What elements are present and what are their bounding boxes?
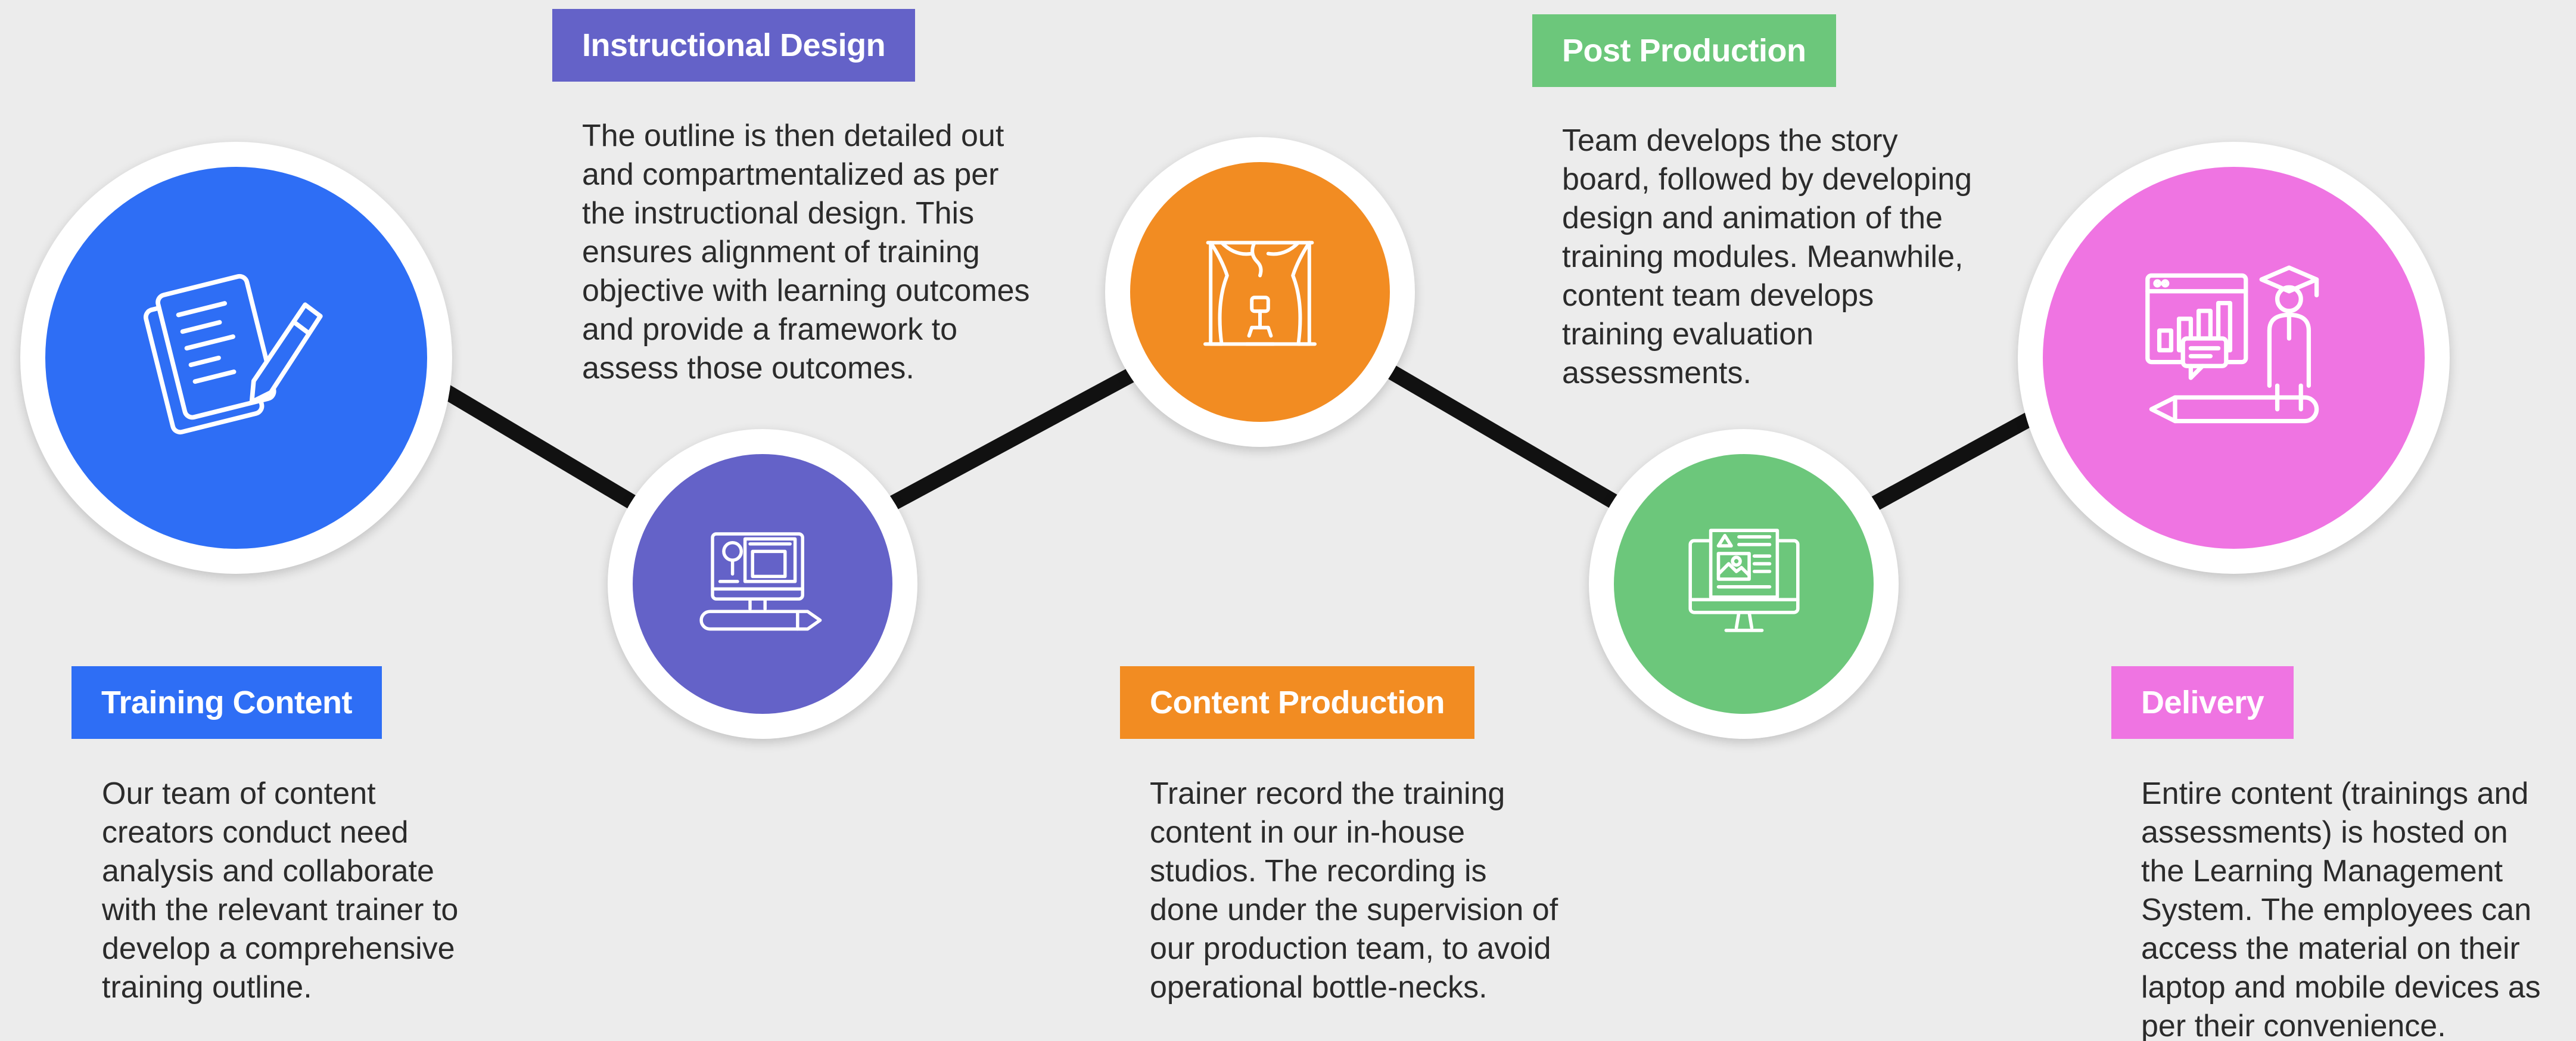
documents-pencil-icon (143, 274, 323, 434)
description-line: assessments) is hosted on (2141, 815, 2508, 850)
delivery-description: Entire content (trainings and assessment… (2141, 775, 2541, 1041)
description-line: training outline. (102, 970, 312, 1005)
instructional-design-title: Instructional Design (552, 9, 916, 82)
delivery-circle (2043, 167, 2425, 549)
content-production-title: Content Production (1120, 666, 1474, 739)
computer-design-pencil-icon (699, 532, 822, 631)
instructional-design-description: The outline is then detailed out and com… (582, 117, 1030, 388)
training-content-circle (45, 167, 427, 549)
description-line: analysis and collaborate (102, 854, 434, 888)
description-line: Trainer record the training (1150, 776, 1505, 811)
post-production-circle (1614, 454, 1874, 714)
connector-4-5 (1855, 401, 2054, 520)
description-line: assess those outcomes. (582, 351, 914, 386)
content-production-description: Trainer record the training content in o… (1150, 775, 1558, 1007)
description-line: design and animation of the (1562, 201, 1943, 235)
description-line: operational bottle-necks. (1150, 970, 1488, 1005)
description-line: studios. The recording is (1150, 854, 1487, 888)
instructional-design-node (608, 429, 917, 739)
description-line: training modules. Meanwhile, (1562, 240, 1964, 274)
post-production-node (1589, 429, 1899, 739)
post-production-description: Team develops the story board, followed … (1562, 122, 1972, 393)
connector-3-4 (1378, 359, 1637, 520)
description-line: objective with learning outcomes (582, 274, 1030, 308)
training-content-node (20, 142, 452, 574)
training-content-title: Training Content (71, 666, 382, 739)
description-line: Team develops the story (1562, 123, 1898, 158)
description-line: System. The employees can (2141, 893, 2532, 927)
description-line: Entire content (trainings and (2141, 776, 2529, 811)
description-line: board, followed by developing (1562, 162, 1973, 197)
description-line: laptop and mobile devices as (2141, 970, 2541, 1005)
description-line: per their convenience. (2141, 1009, 2446, 1041)
description-line: access the material on their (2141, 931, 2520, 966)
post-production-title: Post Production (1532, 14, 1836, 87)
description-line: Our team of content (102, 776, 376, 811)
instructional-design-circle (633, 454, 892, 714)
description-line: with the relevant trainer to (102, 893, 459, 927)
content-production-node (1105, 137, 1415, 447)
description-line: develop a comprehensive (102, 931, 455, 966)
connector-2-3 (872, 359, 1151, 520)
training-content-description: Our team of content creators conduct nee… (102, 775, 458, 1007)
monitor-editing-icon (1688, 528, 1800, 632)
description-line: The outline is then detailed out (582, 119, 1004, 153)
description-line: the instructional design. This (582, 196, 975, 231)
description-line: done under the supervision of (1150, 893, 1558, 927)
delivery-title: Delivery (2111, 666, 2294, 739)
graduate-dashboard-icon (2145, 265, 2319, 423)
studio-stage-microphone-icon (1203, 241, 1317, 346)
description-line: the Learning Management (2141, 854, 2503, 888)
description-line: our production team, to avoid (1150, 931, 1551, 966)
delivery-node (2018, 142, 2450, 574)
description-line: and compartmentalized as per (582, 157, 999, 192)
connector-1-2 (425, 374, 654, 520)
content-production-circle (1130, 162, 1390, 422)
description-line: ensures alignment of training (582, 235, 980, 269)
description-line: creators conduct need (102, 815, 409, 850)
description-line: content team develops (1562, 278, 1874, 313)
description-line: content in our in-house (1150, 815, 1466, 850)
description-line: assessments. (1562, 356, 1751, 390)
description-line: and provide a framework to (582, 312, 958, 347)
description-line: training evaluation (1562, 317, 1814, 352)
